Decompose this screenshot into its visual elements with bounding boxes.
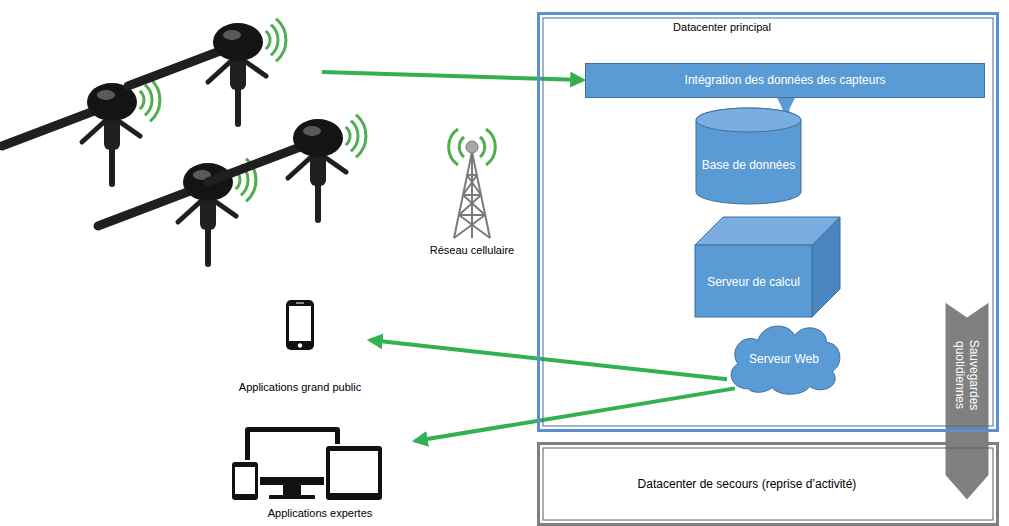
node-label: Datacenter principal	[673, 21, 771, 34]
expert-app: Applications expertes	[225, 425, 415, 523]
text-area: Serveur Web	[743, 334, 825, 384]
cell-tower	[454, 152, 490, 238]
text-area: Applications expertes	[225, 505, 415, 522]
inner-border	[543, 18, 993, 426]
node-label: Serveur Web	[749, 352, 819, 366]
cube-side	[812, 217, 840, 317]
devices-icon	[231, 427, 383, 501]
cloud-outline	[731, 326, 840, 394]
node-label: Serveur de calcul	[707, 275, 800, 289]
mobile-app: Applications grand public	[230, 293, 370, 398]
text-area: Applications grand public	[230, 379, 370, 396]
text-area: Datacenter de secours (reprise d’activit…	[557, 462, 937, 506]
backup-datacenter: Datacenter de secours (reprise d’activit…	[537, 442, 999, 526]
node-label: Intégration des données des capteurs	[685, 73, 886, 87]
process-bar: Intégration des données des capteurs	[585, 63, 985, 98]
bar-fill	[586, 64, 985, 98]
flow-arrow	[370, 340, 727, 379]
node-label: Base de données	[702, 158, 795, 172]
server-cube: Serveur de calcul	[695, 217, 840, 317]
sensor-icon	[2, 79, 160, 184]
phone-icon	[286, 300, 314, 350]
sensor-icon	[128, 19, 286, 124]
flow-arrow	[783, 98, 790, 112]
node-shape	[695, 108, 802, 205]
cylinder-top	[696, 108, 801, 132]
tower-antenna	[466, 141, 478, 153]
node-shape	[695, 217, 840, 317]
outer-border	[539, 14, 998, 431]
text-area: Datacenter principal	[642, 18, 802, 38]
network-label: Réseau cellulaire	[407, 244, 537, 257]
backup-arrow	[945, 302, 989, 500]
outer-border	[539, 444, 998, 525]
flow-arrow	[415, 388, 735, 441]
cylinder-body	[696, 108, 801, 204]
node-label: Datacenter de secours (reprise d’activit…	[638, 477, 857, 491]
node-label: Applications expertes	[268, 507, 373, 520]
sensor-icon	[208, 115, 366, 220]
node-label: Applications grand public	[239, 381, 361, 394]
text-area: Intégration des données des capteurs	[593, 65, 977, 96]
data-flow-arrow	[322, 72, 583, 80]
web-cloud: Serveur Web	[725, 320, 843, 396]
radio-waves	[449, 129, 496, 165]
text-area: Serveur de calcul	[699, 251, 808, 313]
database-cylinder: Base de données	[695, 108, 802, 205]
inner-border	[543, 448, 993, 520]
cube-front	[695, 245, 812, 317]
edge-label: Sauvegardes quotidiennes	[953, 333, 982, 417]
datacenter-region: Datacenter principalIntégration des donn…	[537, 12, 999, 432]
text-area: Base de données	[701, 136, 796, 194]
